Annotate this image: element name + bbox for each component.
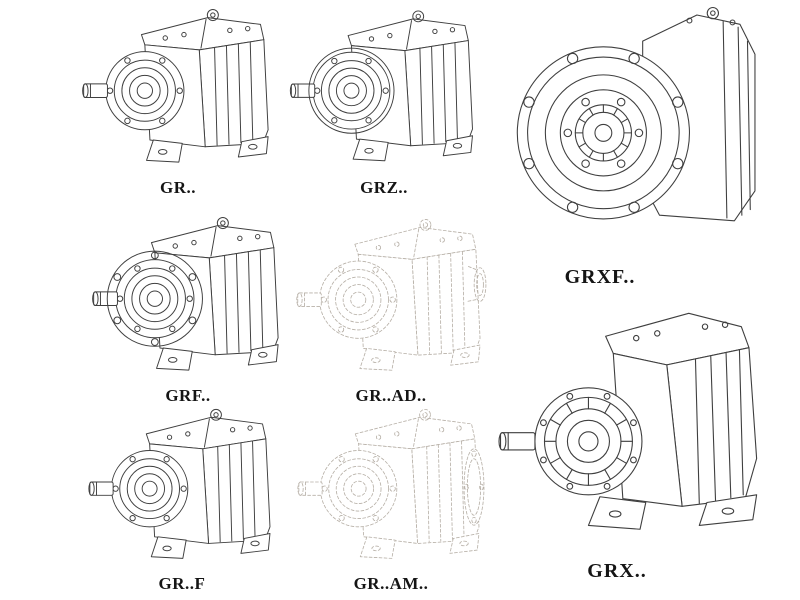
gearbox-drawing-gr-f [82,404,282,570]
figure-grz: GRZ.. [288,4,480,198]
input-flange-overlay [106,250,203,347]
figure-gr: GR.. [78,4,278,198]
gear-cover-circle [308,47,395,134]
figure-gr-am: GR..AM.. [292,404,490,594]
figure-grxf: GRXF.. [494,0,782,289]
gearbox-label-grf: GRF.. [165,386,211,405]
gearbox-drawing-grz [288,4,480,174]
gearbox-label-grxf: GRXF.. [564,266,636,288]
gearbox-label-gr-am: GR..AM.. [353,574,429,593]
gearbox-label-gr: GR.. [160,178,196,197]
output-flange-overlay [463,448,485,526]
gearbox-drawing-gr-am [292,404,485,570]
figure-gr-f: GR..F [82,404,282,594]
gearbox-drawing-gr-ad [292,214,487,382]
figure-gr-ad: GR..AD.. [292,214,490,406]
gearbox-label-gr-f: GR..F [158,574,206,593]
gearbox-drawing-grx [490,298,792,556]
gearbox-label-grx: GRX.. [587,560,647,582]
motor-adapter-overlay [467,265,487,302]
gearbox-drawing-grf [82,212,294,382]
gearbox-drawing-grxf [494,0,782,262]
gearbox-label-gr-ad: GR..AD.. [355,386,427,405]
figure-grx: GRX.. [490,298,792,583]
gearbox-drawing-gr [78,4,278,174]
figure-grf: GRF.. [82,212,294,406]
gearbox-label-grz: GRZ.. [360,178,408,197]
